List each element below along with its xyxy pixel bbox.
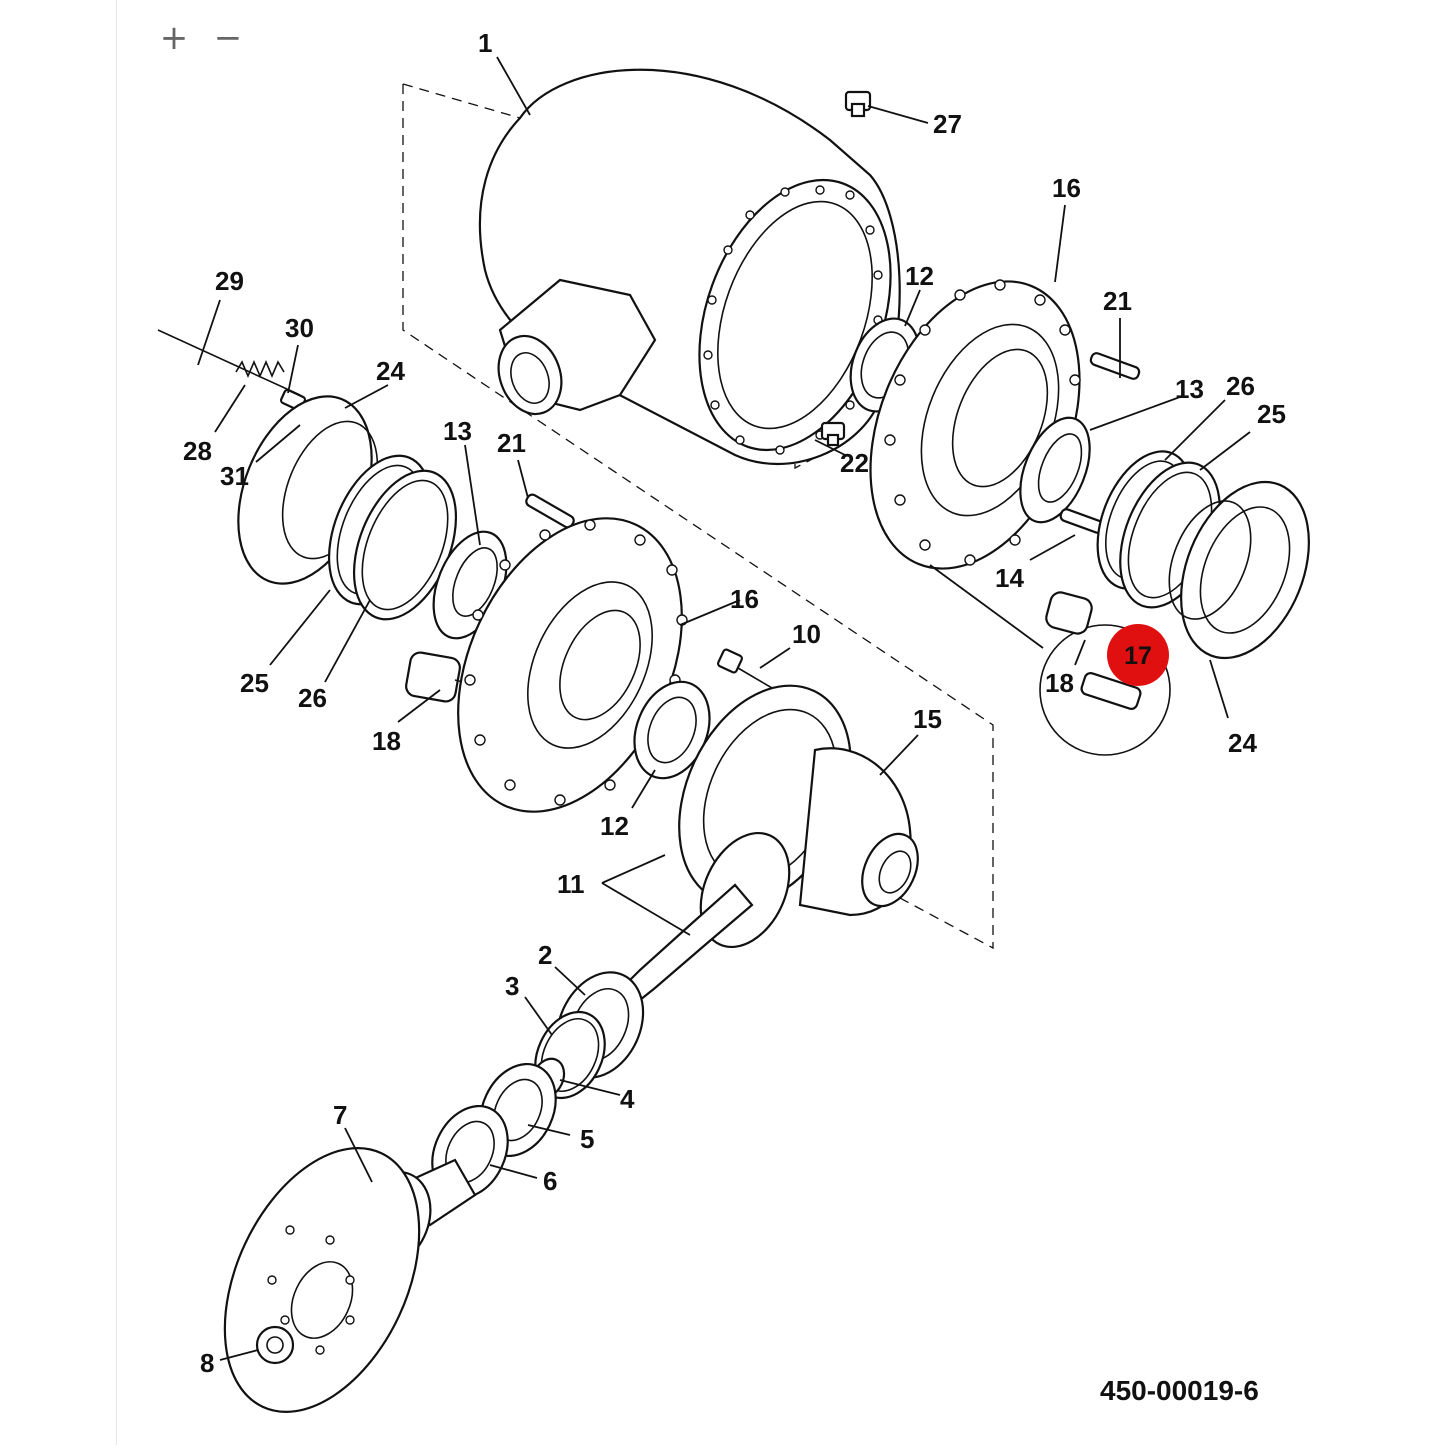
pinion-gear-part xyxy=(623,831,791,1002)
plug-part xyxy=(820,421,846,447)
highlight-dot[interactable] xyxy=(1107,624,1169,686)
callout-12-lower: 12 xyxy=(600,811,629,841)
bearing-part-lower xyxy=(633,680,711,780)
nut-part-right xyxy=(1019,416,1091,524)
detail-view-circle xyxy=(929,564,1171,756)
bolt-part xyxy=(717,648,773,689)
bearing-cap-part-right xyxy=(1168,480,1310,660)
callout-26-left: 26 xyxy=(298,683,327,713)
callout-18-left: 18 xyxy=(372,726,401,756)
callout-5: 5 xyxy=(580,1124,594,1154)
housing-part xyxy=(478,68,901,465)
callout-14: 14 xyxy=(995,563,1024,593)
callout-labels: 1 27 16 12 21 13 26 25 22 14 18 24 29 30… xyxy=(183,28,1286,1378)
breather-plug-part xyxy=(844,90,872,118)
callout-13-left: 13 xyxy=(443,416,472,446)
viewer-edge xyxy=(116,0,117,1445)
callout-30: 30 xyxy=(285,313,314,343)
callout-16-right: 16 xyxy=(1052,173,1081,203)
callout-8: 8 xyxy=(200,1348,214,1378)
callout-21-right: 21 xyxy=(1103,286,1132,316)
callout-1: 1 xyxy=(478,28,492,58)
callout-24-left: 24 xyxy=(376,356,405,386)
crown-wheel-differential-part xyxy=(678,684,919,917)
callout-4: 4 xyxy=(620,1084,635,1114)
callout-13-right: 13 xyxy=(1175,374,1204,404)
callout-16-left: 16 xyxy=(730,584,759,614)
zoom-in-button[interactable]: + xyxy=(154,18,194,58)
callout-25-right: 25 xyxy=(1257,399,1286,429)
pin-part-right xyxy=(1089,352,1141,380)
callout-28: 28 xyxy=(183,436,212,466)
carrier-flange-part-left xyxy=(457,517,688,813)
callout-26-right: 26 xyxy=(1226,371,1255,401)
callout-15: 15 xyxy=(913,704,942,734)
dashed-assembly-frame xyxy=(402,83,994,950)
callout-18-detail: 18 xyxy=(1045,668,1074,698)
callout-7: 7 xyxy=(333,1100,347,1130)
callout-17[interactable]: 17 xyxy=(1124,642,1152,670)
callout-21-left: 21 xyxy=(497,428,526,458)
callout-10: 10 xyxy=(792,619,821,649)
spring-part xyxy=(235,359,285,379)
callout-2: 2 xyxy=(538,940,552,970)
callout-12-upper: 12 xyxy=(905,261,934,291)
callout-3: 3 xyxy=(505,971,519,1001)
callout-31: 31 xyxy=(220,461,249,491)
leader-lines xyxy=(197,56,1251,1361)
pin-part-left xyxy=(525,493,575,529)
callout-24-right: 24 xyxy=(1228,728,1257,758)
callout-25-left: 25 xyxy=(240,668,269,698)
callout-6: 6 xyxy=(543,1166,557,1196)
callout-29: 29 xyxy=(215,266,244,296)
rod-part xyxy=(157,329,301,396)
zoom-out-button[interactable]: − xyxy=(208,18,248,58)
callout-27: 27 xyxy=(933,109,962,139)
callout-11: 11 xyxy=(557,869,585,899)
flange-nut-part xyxy=(255,1325,295,1365)
brake-disc-part xyxy=(223,1147,421,1413)
callout-22: 22 xyxy=(840,448,869,478)
drawing-number: 450-00019-6 xyxy=(1100,1375,1259,1406)
highlighted-part-marker[interactable]: 17 xyxy=(1107,624,1169,686)
